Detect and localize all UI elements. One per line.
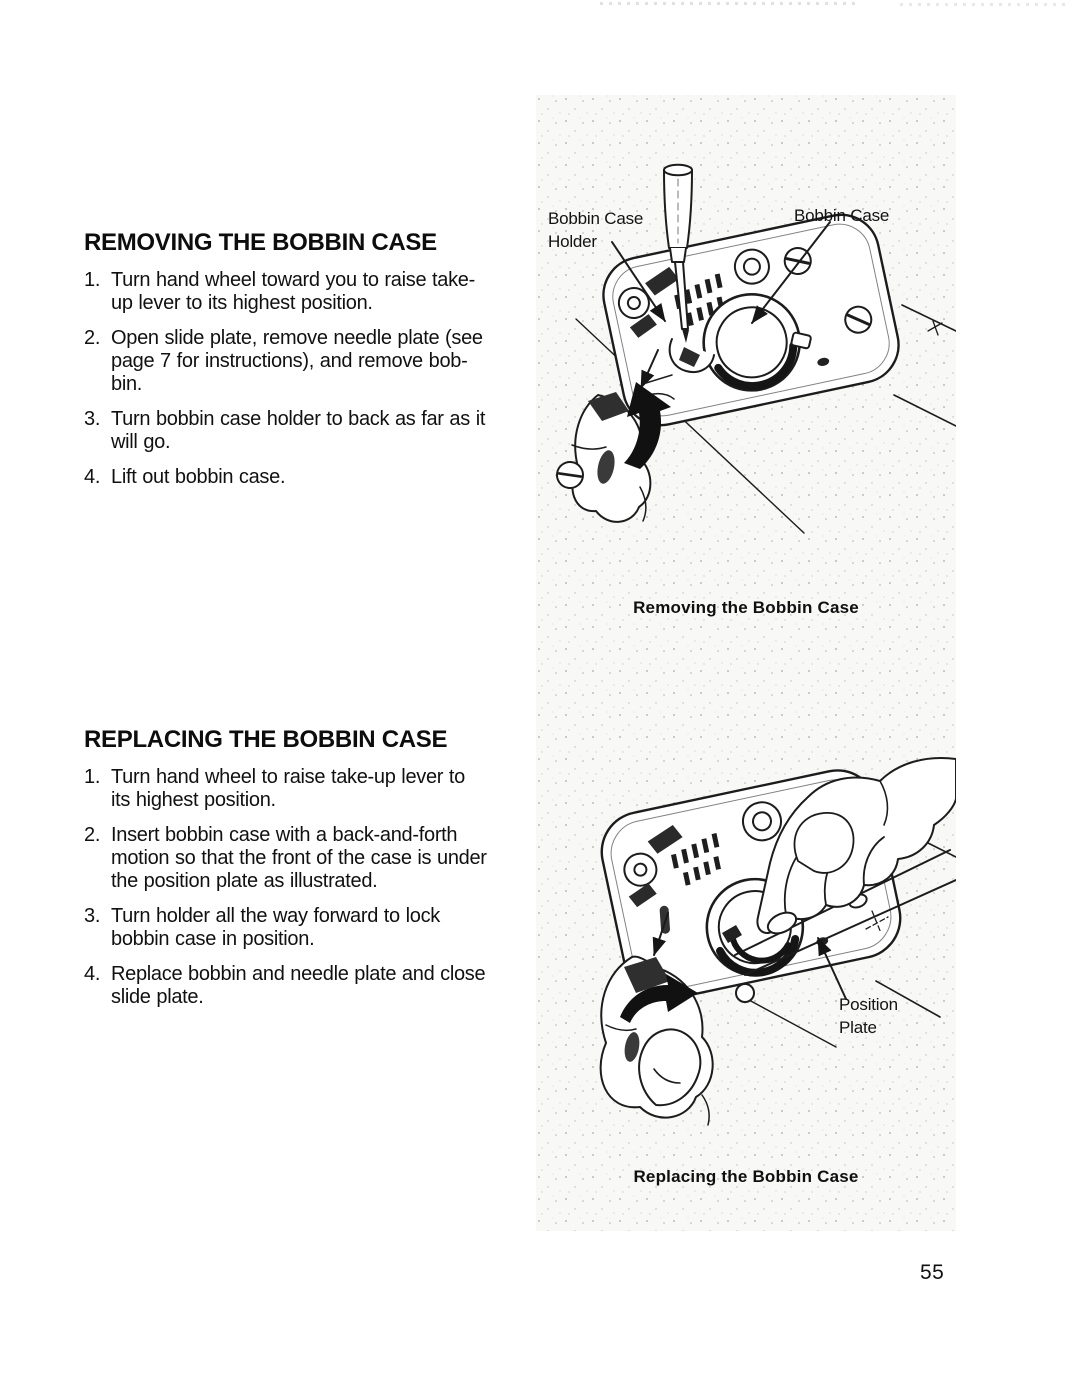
scan-artifact: [900, 3, 1070, 6]
screw: [844, 305, 873, 334]
screwdriver: [663, 163, 693, 343]
step-item: 2. Insert bobbin case with a back-and-fo…: [84, 824, 524, 893]
step-text: Turn hand wheel to raise take-up lever t…: [111, 766, 465, 811]
step-number: 1.: [84, 269, 101, 291]
step-number: 3.: [84, 905, 101, 927]
latch-detail: [556, 374, 675, 523]
leader-arrow-bobbin-case-holder: [611, 241, 666, 322]
bed-edge-line: [893, 394, 956, 427]
detail-pointer-arrow: [652, 912, 669, 956]
step-item: 4. Lift out bobbin case.: [84, 466, 524, 489]
bed-edge-line: [875, 980, 941, 1018]
step-item: 2. Open slide plate, remove needle plate…: [84, 327, 524, 396]
step-item: 3. Turn bobbin case holder to back as fa…: [84, 408, 524, 454]
step-list: 1. Turn hand wheel toward you to raise t…: [84, 269, 524, 489]
tick-cross: [927, 320, 943, 336]
section-heading: REPLACING THE BOBBIN CASE: [84, 726, 448, 753]
page-number: 55: [920, 1261, 945, 1284]
replacing-illustration-drawing: [599, 757, 956, 1126]
step-item: 4. Replace bobbin and needle plate and c…: [84, 963, 524, 1009]
step-number: 4.: [84, 963, 101, 985]
bed-edge-line: [735, 992, 837, 1048]
figure-panel: Bobbin Case Holder Bobbin Case Removing …: [536, 95, 956, 1231]
step-number: 2.: [84, 327, 101, 349]
removing-illustration-drawing: [556, 163, 956, 534]
step-text: Insert bobbin case with a back-and-forth…: [111, 824, 487, 892]
position-plate-edge: [744, 879, 956, 976]
bobbin-case-edge: [729, 932, 791, 964]
section-replacing-bobbin-case: REPLACING THE BOBBIN CASE 1. Turn hand w…: [84, 726, 524, 1009]
section-removing-bobbin-case: REMOVING THE BOBBIN CASE 1. Turn hand wh…: [84, 229, 524, 489]
label-bobbin-case: Bobbin Case: [794, 206, 890, 225]
step-text: Turn hand wheel toward you to raise take…: [111, 269, 475, 314]
step-text: Replace bobbin and needle plate and clos…: [111, 963, 486, 1008]
step-item: 1. Turn hand wheel toward you to raise t…: [84, 269, 524, 315]
step-number: 2.: [84, 824, 101, 846]
figure-illustrations: [536, 95, 956, 1231]
step-number: 3.: [84, 408, 101, 430]
scan-artifact: [600, 2, 860, 5]
step-item: 1. Turn hand wheel to raise take-up leve…: [84, 766, 524, 812]
step-text: Turn holder all the way forward to lock …: [111, 905, 440, 950]
leader-arrow-bobbin-case: [751, 221, 831, 324]
bobbin-case-rim: [714, 341, 798, 391]
step-list: 1. Turn hand wheel to raise take-up leve…: [84, 766, 524, 1009]
detail-pointer-arrow: [640, 349, 659, 389]
step-item: 3. Turn holder all the way forward to lo…: [84, 905, 524, 951]
step-text: Turn bobbin case holder to back as far a…: [111, 408, 486, 453]
bed-edge-line: [575, 318, 805, 534]
fingertip: [766, 911, 798, 935]
leader-arrow-position-plate: [817, 937, 847, 1000]
step-text: Lift out bobbin case.: [111, 466, 286, 488]
caption-replacing: Replacing the Bobbin Case: [633, 1167, 859, 1186]
hand: [756, 757, 956, 935]
step-text: Open slide plate, remove needle plate (s…: [111, 327, 483, 395]
rotate-back-arrow: [624, 382, 671, 469]
label-position-plate: Position Plate: [839, 995, 898, 1037]
step-number: 4.: [84, 466, 101, 488]
bobbin-case-rim: [716, 934, 800, 977]
tick-cross: [865, 910, 889, 934]
case-tab: [790, 331, 812, 350]
step-number: 1.: [84, 766, 101, 788]
feed-dog: [671, 833, 721, 886]
bed-edge-line: [901, 304, 956, 332]
section-heading: REMOVING THE BOBBIN CASE: [84, 229, 437, 256]
label-bobbin-case-holder: Bobbin Case Holder: [548, 209, 644, 251]
rotate-forward-arrow: [620, 974, 698, 1023]
caption-removing: Removing the Bobbin Case: [633, 598, 859, 617]
